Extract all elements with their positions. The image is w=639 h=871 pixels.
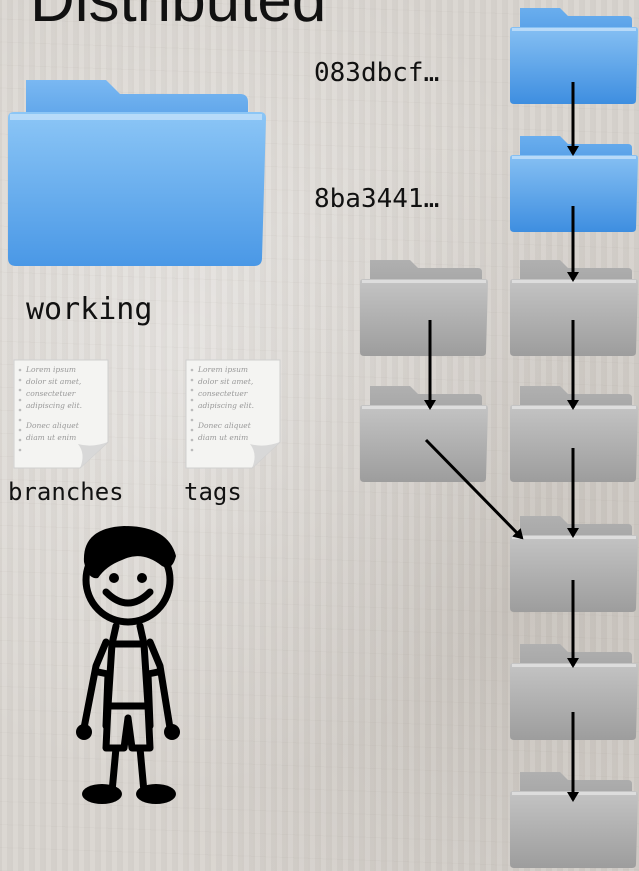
doc-line: adipiscing elit.	[198, 401, 254, 410]
doc-line: diam ut enim	[26, 433, 77, 442]
commit-hash-label: 083dbcf…	[314, 58, 440, 88]
branches-document-icon: Lorem ipsum dolor sit amet, consectetuer…	[12, 358, 110, 470]
branch-folder-icon	[360, 260, 488, 356]
doc-line: Lorem ipsum	[198, 365, 249, 374]
working-folder-icon	[8, 80, 266, 266]
doc-line: dolor sit amet,	[26, 377, 82, 386]
tags-label: tags	[184, 478, 242, 506]
doc-line: dolor sit amet,	[198, 377, 254, 386]
doc-line: consectetuer	[26, 389, 76, 398]
working-label: working	[26, 292, 153, 327]
commit-hash-label: 8ba3441…	[314, 184, 440, 214]
branches-label: branches	[8, 478, 124, 506]
tags-document-icon: Lorem ipsum dolor sit amet, consectetuer…	[184, 358, 282, 470]
doc-line: Donec aliquet	[198, 421, 251, 430]
doc-line: consectetuer	[198, 389, 248, 398]
doc-line: diam ut enim	[198, 433, 249, 442]
arrows	[424, 82, 579, 802]
stick-figure-icon	[76, 526, 180, 804]
doc-line: adipiscing elit.	[26, 401, 82, 410]
doc-line: Lorem ipsum	[26, 365, 77, 374]
doc-line: Donec aliquet	[26, 421, 79, 430]
page-title: Distributed	[30, 0, 327, 35]
branch-folder-icon	[360, 386, 488, 482]
arrow	[424, 438, 524, 540]
